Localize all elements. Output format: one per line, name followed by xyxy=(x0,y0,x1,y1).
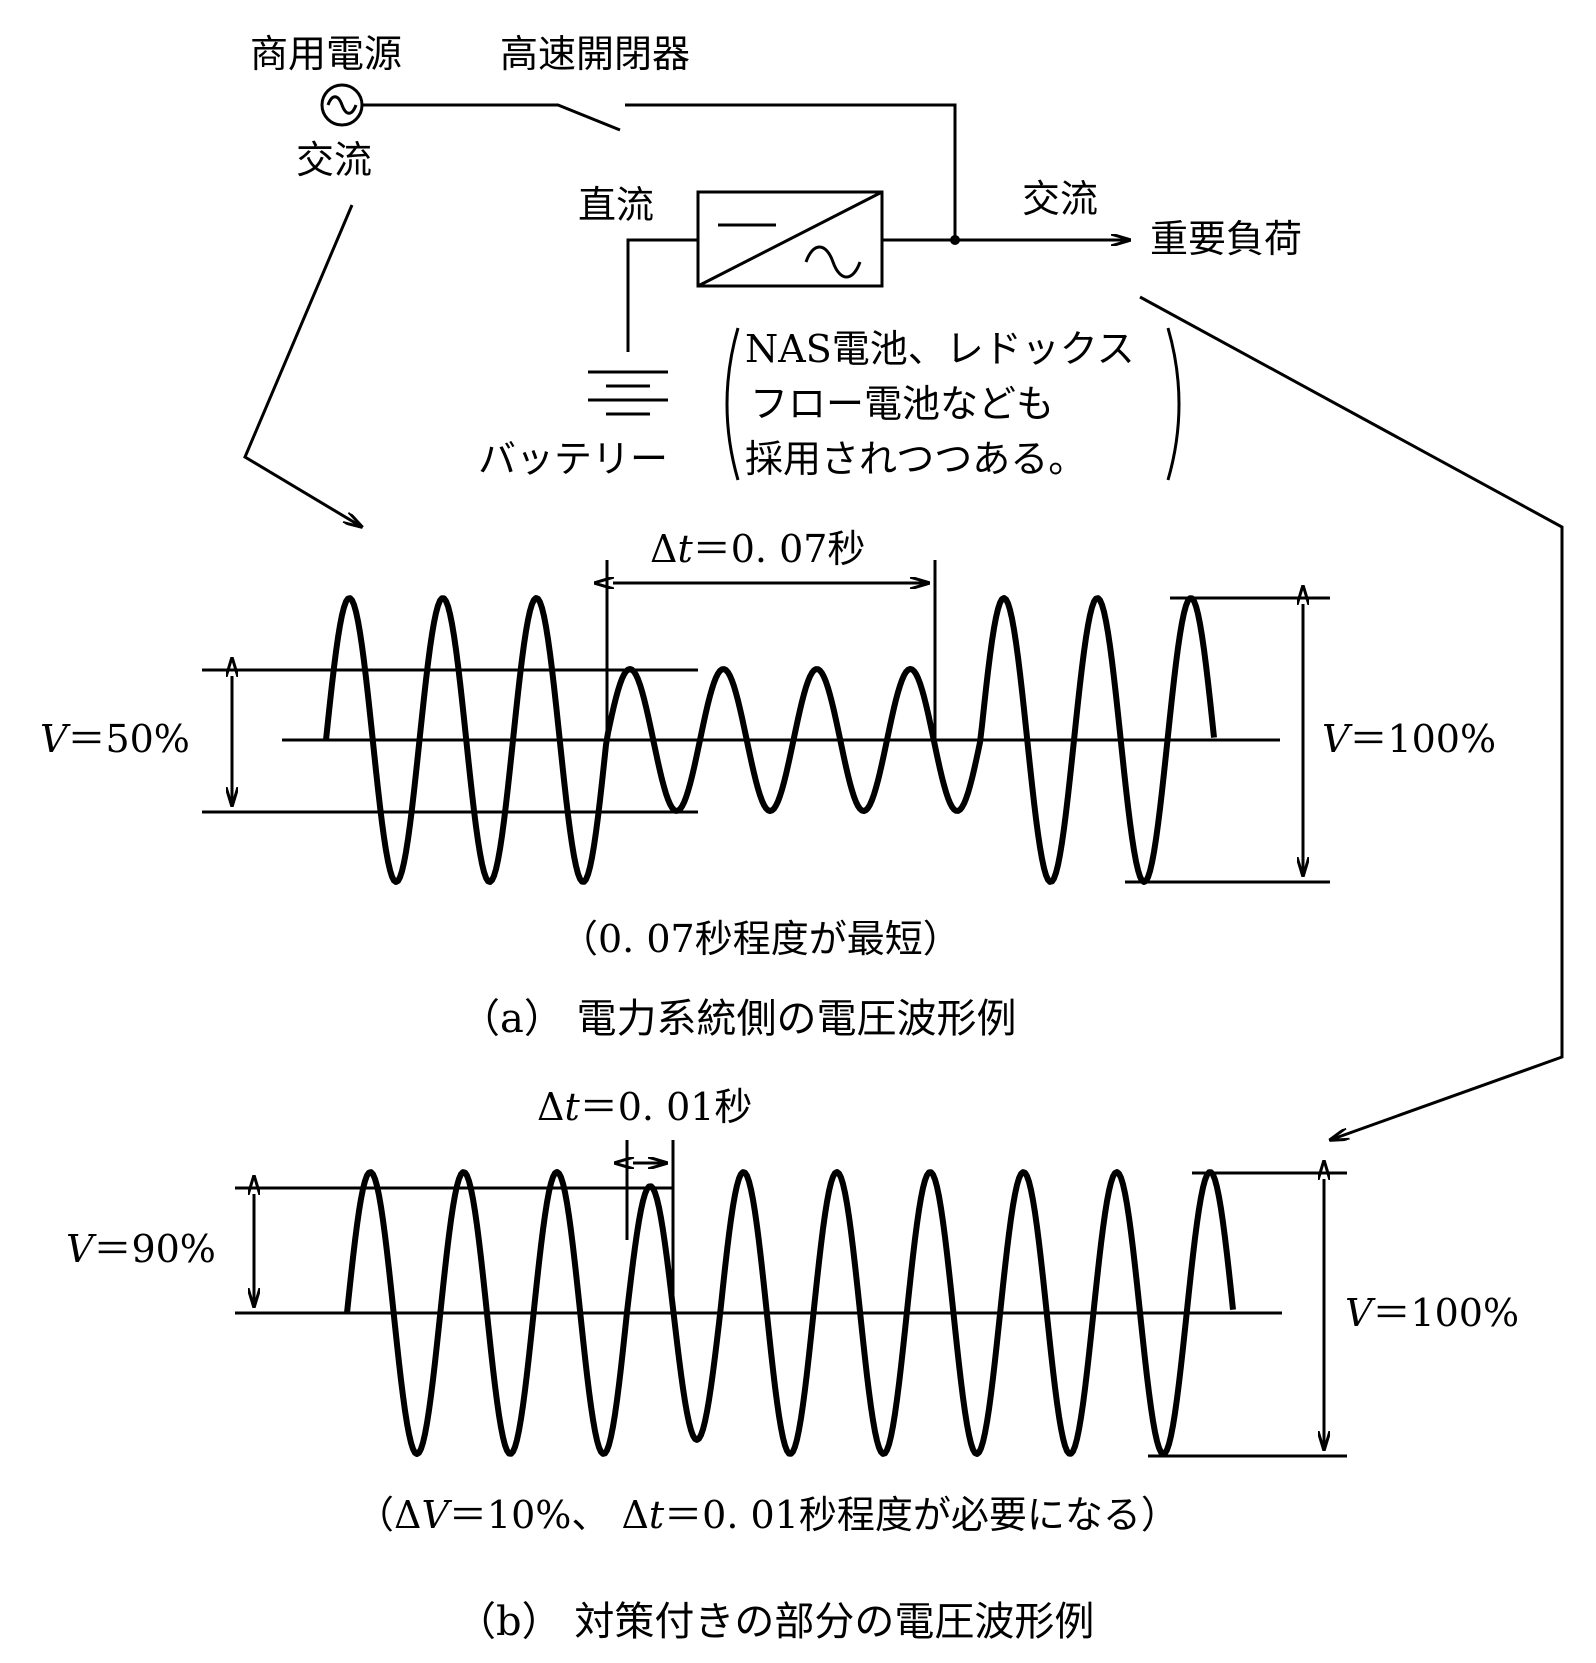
v-left-label-a: V＝50% xyxy=(40,717,190,761)
waveform-b-panel: V＝90% V＝100% Δt＝0. 01秒 （ΔV＝10%、 Δt＝0. 01… xyxy=(66,1085,1519,1645)
switch-label: 高速開閉器 xyxy=(500,32,690,76)
waveform-b-caption: （b） 対策付きの部分の電圧波形例 xyxy=(456,1599,1094,1645)
note-right-paren xyxy=(1166,327,1181,481)
v-right-label-b: V＝100% xyxy=(1345,1291,1519,1335)
ac-source-icon xyxy=(320,83,364,127)
ac-symbol-icon xyxy=(804,245,862,279)
note-line: 採用されつつある。 xyxy=(745,437,1086,481)
dc-line xyxy=(626,238,698,352)
bypass-line xyxy=(625,103,957,240)
waveform-a-panel: V＝50% V＝100% Δt＝0. 07秒 （0. 07秒程度が最短） （a）… xyxy=(40,527,1496,1042)
note-left-paren xyxy=(725,327,740,481)
load-label: 重要負荷 xyxy=(1150,217,1302,261)
voltage-waveform-b xyxy=(344,1169,1236,1457)
dt-label-b: Δt＝0. 01秒 xyxy=(537,1085,752,1129)
inverter-box xyxy=(696,190,884,288)
v-left-label-b: V＝90% xyxy=(66,1227,216,1271)
pointer-to-grid-waveform xyxy=(243,204,362,527)
dc-label: 直流 xyxy=(578,183,654,227)
note-line: NAS電池、レドックス xyxy=(745,327,1135,371)
waveform-b-note: （ΔV＝10%、 Δt＝0. 01秒程度が必要になる） xyxy=(356,1493,1179,1537)
circuit-schematic: 商用電源 交流 高速開閉器 直流 交流 重要負荷 バッテリー NAS電池、レ xyxy=(243,32,1564,1140)
source-ac-label: 交流 xyxy=(296,138,372,182)
waveform-a-note: （0. 07秒程度が最短） xyxy=(560,917,961,961)
v-right-label-a: V＝100% xyxy=(1322,717,1496,761)
dt-label-a: Δt＝0. 07秒 xyxy=(650,527,865,571)
supply-line xyxy=(362,103,621,132)
output-ac-label: 交流 xyxy=(1022,177,1098,221)
pointer-to-protected-waveform xyxy=(1139,295,1564,1140)
source-label: 商用電源 xyxy=(250,32,402,76)
battery-label: バッテリー xyxy=(478,437,668,481)
battery-icon xyxy=(588,370,668,416)
note-line: フロー電池なども xyxy=(750,382,1054,426)
waveform-a-caption: （a） 電力系統側の電圧波形例 xyxy=(460,996,1017,1042)
